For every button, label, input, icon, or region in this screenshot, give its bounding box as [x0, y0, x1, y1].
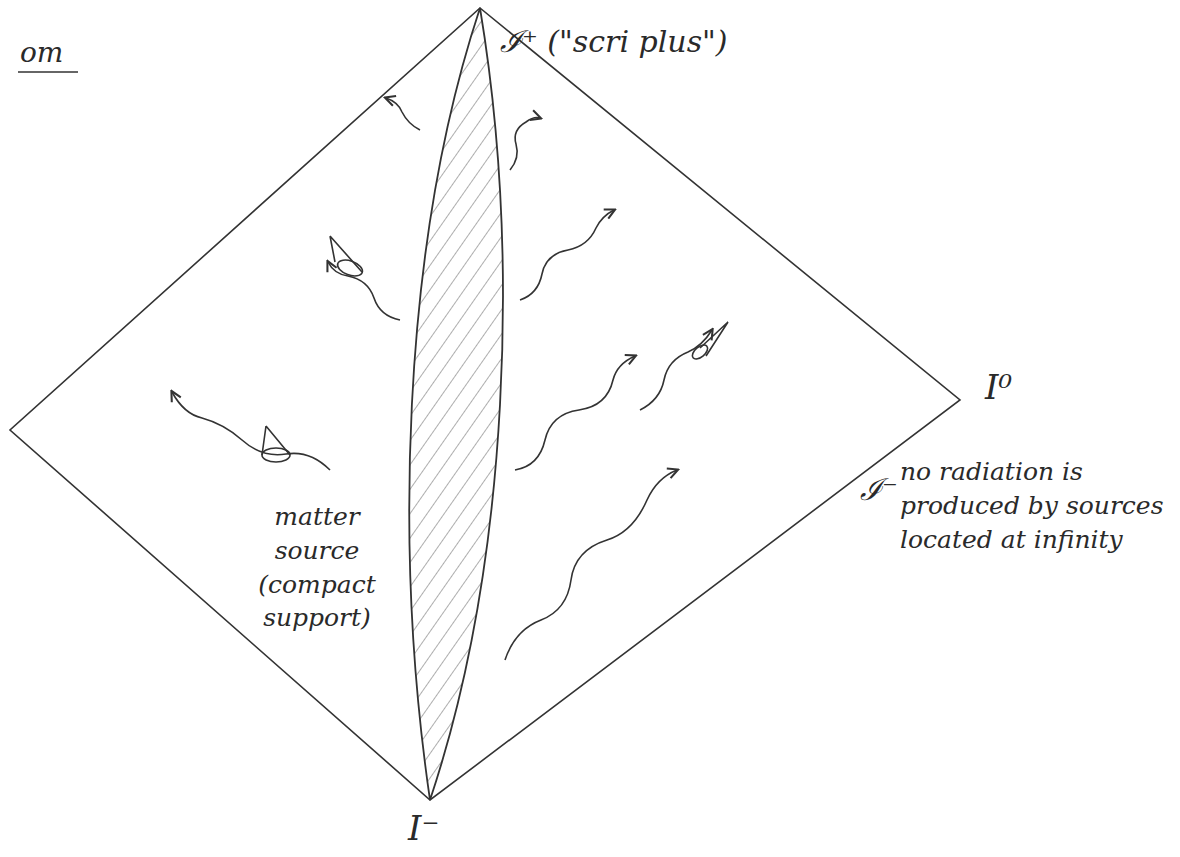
annotation-label: no radiation is produced by sources loca…	[900, 455, 1170, 556]
annotation-label: ℐ⁺ ("scri plus")	[500, 22, 728, 63]
radiation-arrows	[505, 118, 728, 661]
matter-source-region	[409, 8, 503, 800]
spacetime-boundary	[10, 8, 960, 800]
annotation-label: I⁰	[985, 365, 1012, 411]
radiation-arrows	[172, 98, 420, 470]
underline	[18, 71, 78, 72]
annotation-label: I⁻	[408, 806, 439, 852]
annotation-label: om	[20, 34, 63, 72]
annotation-label: ℐ⁻	[860, 470, 898, 511]
annotation-label: matter source (compact support)	[232, 500, 402, 635]
